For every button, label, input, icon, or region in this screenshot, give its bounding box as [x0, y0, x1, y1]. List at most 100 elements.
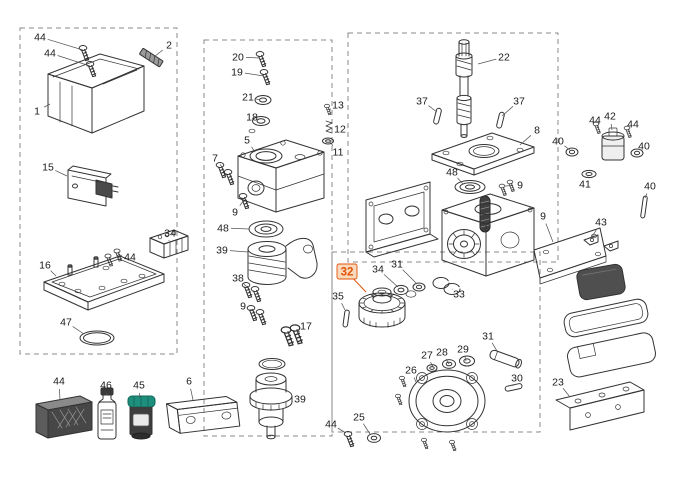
release-bracket-23	[555, 381, 645, 431]
leader-line	[50, 270, 57, 277]
part-label-29: 29	[457, 344, 469, 356]
leader-line	[43, 103, 51, 108]
part-label-9: 9	[240, 301, 246, 313]
group-box-main-assembly	[347, 32, 559, 263]
leader-line	[59, 388, 61, 401]
part-label-25: 25	[353, 412, 365, 424]
leader-line	[383, 274, 399, 288]
spring-pin	[139, 47, 164, 68]
leader-line	[47, 38, 84, 51]
leader-line	[255, 98, 261, 101]
leader-line	[519, 135, 532, 146]
leader-line	[464, 356, 467, 362]
leader-line	[57, 55, 91, 67]
leader-line	[564, 145, 571, 151]
part-label-31: 31	[391, 259, 403, 271]
part-label-21: 21	[242, 92, 254, 104]
leader-line	[153, 49, 163, 58]
leader-line	[545, 223, 554, 243]
bearing-48b	[454, 180, 486, 194]
foam-pad	[35, 395, 93, 439]
cover-housing	[47, 53, 145, 134]
grease-tub	[127, 395, 156, 440]
base-plate	[43, 255, 165, 311]
part-label-39: 39	[294, 394, 306, 406]
leader-line	[229, 250, 249, 253]
group-box-cover-section	[19, 27, 178, 355]
part-label-28: 28	[436, 347, 448, 359]
part-label-40: 40	[644, 181, 656, 193]
part-label-13: 13	[332, 100, 344, 112]
part-label-12: 12	[334, 124, 346, 136]
leader-line	[328, 108, 332, 111]
part-label-44: 44	[627, 119, 639, 131]
pins-37	[433, 107, 505, 129]
part-label-19: 19	[231, 67, 243, 79]
part-label-44: 44	[124, 252, 136, 264]
leader-line	[610, 123, 613, 131]
clips-43	[583, 234, 619, 252]
leader-line	[430, 361, 434, 368]
part-label-37: 37	[513, 96, 525, 108]
part-label-47: 47	[60, 317, 72, 329]
leader-line	[337, 427, 347, 434]
part-label-44: 44	[53, 376, 65, 388]
part-label-33: 33	[453, 289, 465, 301]
washer-25	[367, 433, 381, 443]
rings-33	[432, 277, 461, 295]
washers-40-41	[565, 147, 648, 219]
part-label-27: 27	[421, 350, 433, 362]
part-label-9: 9	[540, 211, 546, 223]
motor-flange	[408, 369, 486, 433]
part-label-34: 34	[372, 264, 384, 276]
part-label-34: 34	[164, 228, 176, 240]
part-label-40: 40	[552, 136, 564, 148]
leader-line	[477, 58, 497, 65]
capacitor	[601, 127, 625, 161]
leader-line	[329, 141, 334, 146]
part-label-18: 18	[246, 112, 258, 124]
part-label-30: 30	[511, 373, 523, 385]
rotor-shaft	[455, 39, 473, 138]
part-label-9: 9	[232, 207, 238, 219]
leader-line	[219, 164, 223, 168]
motor-shaft	[489, 349, 522, 369]
pin-35	[342, 309, 350, 328]
part-label-48: 48	[446, 167, 458, 179]
electronics-bracket	[67, 165, 119, 207]
leader-line	[55, 170, 68, 177]
part-label-40: 40	[638, 141, 650, 153]
leader-line	[363, 423, 371, 435]
part-label-1: 1	[34, 106, 40, 118]
leader-line	[341, 302, 346, 311]
part-label-38: 38	[232, 273, 244, 285]
leader-line	[428, 105, 438, 113]
leader-line	[445, 358, 450, 365]
leader-line	[644, 193, 648, 199]
retaining-ring	[258, 358, 286, 370]
part-label-8: 8	[534, 125, 540, 137]
part-label-35: 35	[332, 291, 344, 303]
o-ring	[79, 330, 115, 346]
leader-line	[245, 56, 261, 59]
part-label-17: 17	[300, 321, 312, 333]
part-label-11: 11	[333, 147, 344, 159]
part-label-42: 42	[604, 111, 616, 123]
part-label-44: 44	[589, 115, 601, 127]
part-label-41: 41	[579, 179, 591, 191]
leader-line	[190, 388, 194, 401]
leader-line	[491, 342, 498, 352]
leader-line	[250, 308, 253, 311]
part-label-44: 44	[325, 419, 337, 431]
labels-layer: 4444212019211851312117948393891739151647…	[34, 32, 656, 435]
leader-line	[413, 377, 417, 383]
part-label-44: 44	[44, 48, 56, 60]
terminal-block	[149, 229, 189, 259]
leader-line	[501, 106, 514, 117]
part-label-2: 2	[166, 40, 172, 52]
mounting-bracket	[365, 181, 439, 258]
output-gear-assembly	[249, 372, 293, 440]
leader-line	[352, 277, 367, 293]
washers-34-31	[393, 282, 426, 298]
